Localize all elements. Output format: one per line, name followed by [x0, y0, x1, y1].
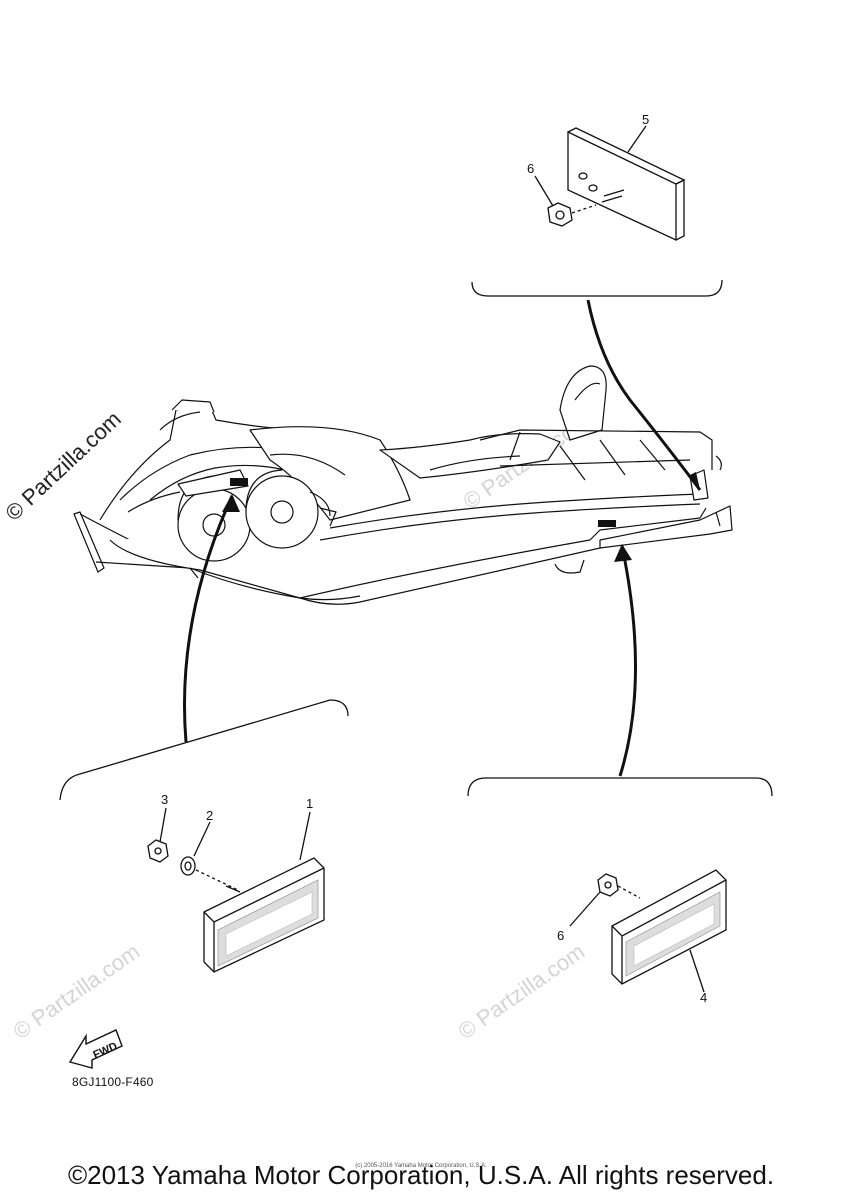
part-4-reflector	[611, 869, 727, 985]
arrow-top-to-rear	[586, 299, 702, 491]
snowmobile	[73, 365, 733, 605]
watermark-faint-left: © Partzilla.com	[9, 939, 145, 1045]
part-1-reflector	[203, 857, 325, 973]
leader-3	[159, 807, 167, 843]
leader-6-bottom	[569, 891, 601, 927]
label-part-3: 3	[161, 792, 168, 807]
callout-bottom-left	[59, 699, 349, 973]
label-part-5: 5	[642, 112, 649, 127]
fwd-arrow: FWD	[68, 1029, 123, 1069]
leader-4	[689, 949, 705, 993]
marker-front-reflector	[230, 478, 248, 486]
label-part-2: 2	[206, 808, 213, 823]
leader-1	[299, 811, 311, 861]
part-6-nut-top	[547, 202, 597, 227]
leader-6-top	[534, 175, 554, 207]
part-2-washer	[180, 856, 196, 876]
label-part-6-bottom: 6	[557, 928, 564, 943]
copyright-footer: ©2013 Yamaha Motor Corporation, U.S.A. A…	[67, 1160, 775, 1190]
label-part-4: 4	[700, 990, 707, 1005]
leader-5	[627, 125, 647, 153]
callout-bottom-right	[467, 777, 773, 993]
callout-top	[471, 125, 723, 297]
part-3-nut	[147, 839, 169, 863]
small-copyright: (c) 2005-2016 Yamaha Motor Corporation, …	[355, 1163, 487, 1169]
label-part-1: 1	[306, 796, 313, 811]
callout-bracket-right	[467, 777, 773, 797]
leader-2	[193, 821, 211, 857]
diagram-code: 8GJ1100-F460	[72, 1075, 154, 1089]
part-6-nut-bottom	[597, 873, 641, 899]
arrow-rear	[618, 545, 637, 777]
arrow-front	[183, 495, 234, 743]
label-part-6-top: 6	[527, 161, 534, 176]
callout-bracket-left	[59, 699, 349, 801]
watermark-faint-right: © Partzilla.com	[454, 939, 590, 1045]
callout-arrows	[183, 299, 702, 777]
part-5-plate	[567, 127, 686, 242]
callout-bracket-top	[471, 279, 723, 297]
marker-rear-reflector	[598, 520, 616, 527]
arrowheads	[222, 472, 700, 562]
